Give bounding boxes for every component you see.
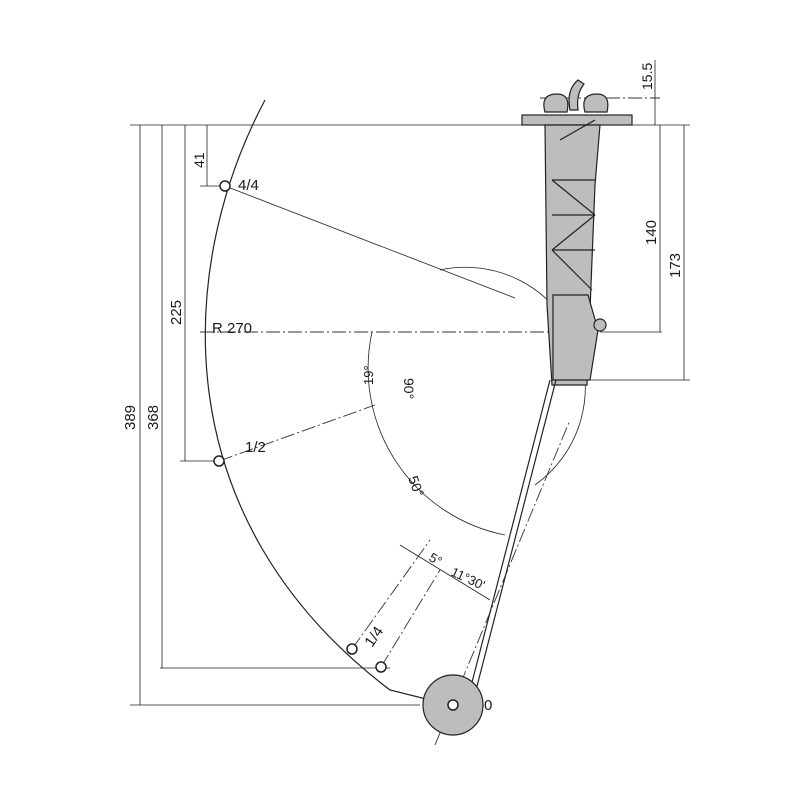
arm-extension-line — [434, 419, 571, 746]
dim-140: 140 — [643, 220, 660, 245]
float-arc — [204, 99, 451, 706]
angle-arc-50 — [367, 331, 506, 536]
angle-dim-line — [399, 544, 491, 601]
arm-line-full — [224, 185, 516, 299]
dim-389: 389 — [122, 405, 139, 430]
arm-line-half — [218, 404, 376, 462]
dim-368: 368 — [145, 405, 162, 430]
level-empty: 0 — [484, 697, 492, 714]
level-quarter: 1/4 — [361, 623, 387, 650]
dim-41: 41 — [191, 152, 207, 168]
sender-unit — [469, 79, 633, 691]
angle-19: 19° — [361, 365, 376, 385]
arm-line-quarter — [351, 539, 431, 650]
radius-label: R 270 — [212, 320, 252, 337]
level-half: 1/2 — [245, 439, 266, 456]
angle-11-30: 11°30' — [449, 564, 488, 593]
float-points — [213, 180, 387, 673]
float-wheel — [422, 674, 484, 736]
arm-line-quarter-2 — [380, 569, 441, 668]
level-full: 4/4 — [238, 177, 259, 194]
angle-5: 5° — [427, 550, 445, 569]
dim-225: 225 — [168, 300, 185, 325]
dim-173: 173 — [667, 253, 684, 278]
angle-90: 90° — [401, 378, 417, 399]
dim-15-5: 15.5 — [639, 63, 655, 90]
dimension-lines — [139, 60, 685, 705]
angle-50: 50° — [405, 474, 427, 499]
